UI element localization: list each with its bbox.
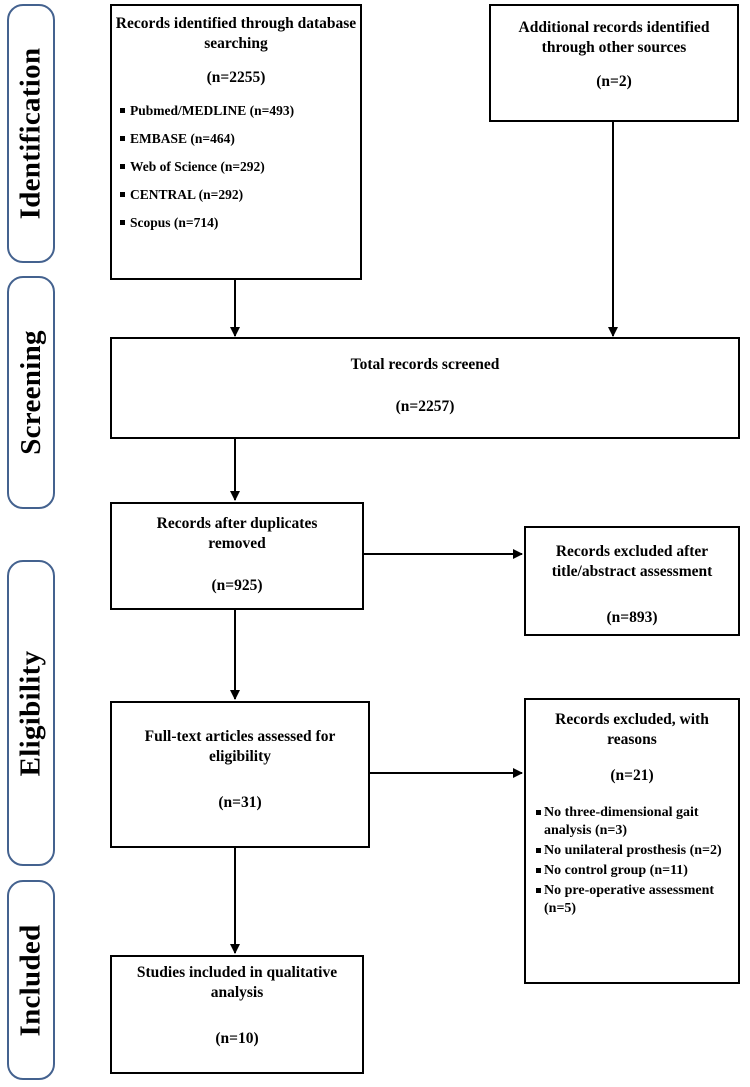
fulltext-assessed-title: Full-text articles assessed for eligibil… <box>144 728 336 765</box>
database-source-list: Pubmed/MEDLINE (n=493) EMBASE (n=464) We… <box>112 102 360 231</box>
box-fulltext-assessed: Full-text articles assessed for eligibil… <box>110 701 370 848</box>
excluded-reasons-count: (n=21) <box>610 767 654 784</box>
excluded-title-abstract-count: (n=893) <box>606 609 658 626</box>
studies-included-title: Studies included in qualitative analysis <box>136 964 338 1001</box>
after-duplicates-count: (n=925) <box>211 577 263 594</box>
box-after-duplicates: Records after duplicates removed (n=925) <box>110 502 364 610</box>
stage-eligibility: Eligibility <box>7 560 55 866</box>
list-item: Scopus (n=714) <box>120 214 360 231</box>
exclusion-reason-list: No three-dimensional gait analysis (n=3)… <box>530 804 734 918</box>
list-item: No control group (n=11) <box>536 862 730 880</box>
after-duplicates-title: Records after duplicates removed <box>156 515 318 552</box>
list-item: EMBASE (n=464) <box>120 130 360 147</box>
list-item: CENTRAL (n=292) <box>120 186 360 203</box>
list-item: Web of Science (n=292) <box>120 158 360 175</box>
box-other-sources: Additional records identified through ot… <box>489 4 739 122</box>
box-total-screened: Total records screened (n=2257) <box>110 337 740 439</box>
other-sources-count: (n=2) <box>596 73 632 90</box>
excluded-reasons-title: Records excluded, with reasons <box>555 711 709 748</box>
studies-included-count: (n=10) <box>215 1030 259 1047</box>
list-item: No pre-operative assessment (n=5) <box>536 882 730 918</box>
fulltext-assessed-count: (n=31) <box>218 794 262 811</box>
stage-included: Included <box>7 880 55 1080</box>
database-search-count: (n=2255) <box>206 69 266 86</box>
box-studies-included: Studies included in qualitative analysis… <box>110 955 364 1074</box>
box-excluded-title-abstract: Records excluded after title/abstract as… <box>524 526 740 636</box>
total-screened-count: (n=2257) <box>395 398 455 415</box>
list-item: No three-dimensional gait analysis (n=3) <box>536 804 730 840</box>
database-search-title: Records identified through database sear… <box>115 15 357 52</box>
list-item: No unilateral prosthesis (n=2) <box>536 842 730 860</box>
stage-identification: Identification <box>7 4 55 263</box>
list-item: Pubmed/MEDLINE (n=493) <box>120 102 360 119</box>
other-sources-title: Additional records identified through ot… <box>518 19 710 56</box>
box-database-search: Records identified through database sear… <box>110 4 362 280</box>
box-excluded-reasons: Records excluded, with reasons (n=21) No… <box>524 698 740 984</box>
excluded-title-abstract-title: Records excluded after title/abstract as… <box>551 543 713 580</box>
stage-screening: Screening <box>7 276 55 509</box>
total-screened-title: Total records screened <box>350 356 500 373</box>
